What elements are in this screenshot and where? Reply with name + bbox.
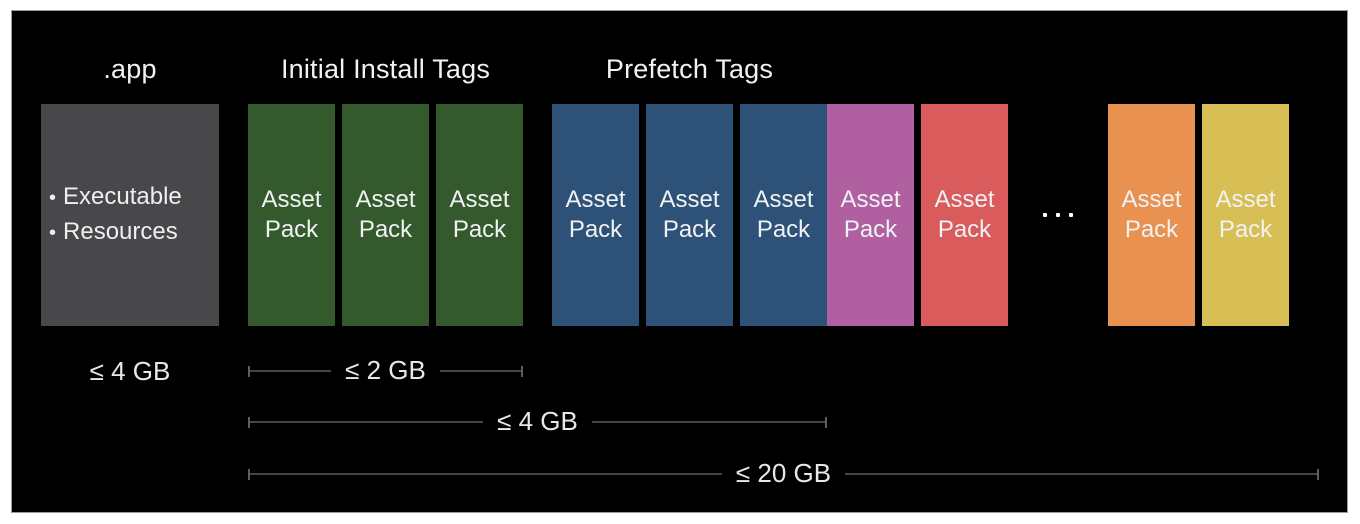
- app-box-bullet: • Resources: [49, 215, 219, 250]
- asset-pack: Asset Pack: [1202, 104, 1289, 326]
- asset-pack: Asset Pack: [552, 104, 639, 326]
- bracket-tick: [248, 468, 250, 480]
- bracket-tick: [248, 365, 250, 377]
- asset-pack: Asset Pack: [248, 104, 335, 326]
- bracket-line: [845, 473, 1318, 475]
- ellipsis-dot: [1056, 213, 1060, 217]
- prefetch-tags-header-label: Prefetch Tags: [605, 54, 774, 84]
- app-size-label: ≤ 4 GB: [89, 356, 171, 386]
- asset-pack: Asset Pack: [436, 104, 523, 326]
- app-box-bullet-list: • Executable • Resources: [49, 180, 219, 250]
- bracket-line: [591, 421, 825, 423]
- asset-pack: Asset Pack: [342, 104, 429, 326]
- app-box-bullet-text: Executable: [63, 183, 182, 210]
- app-header-label: .app: [103, 54, 157, 84]
- app-box: • Executable • Resources: [41, 104, 219, 326]
- initial-install-size-label: ≤ 2 GB: [345, 354, 426, 385]
- asset-pack: Asset Pack: [740, 104, 827, 326]
- asset-pack: Asset Pack: [646, 104, 733, 326]
- total-size-bracket: ≤ 20 GB: [248, 457, 1320, 489]
- asset-pack: Asset Pack: [921, 104, 1008, 326]
- bullet-icon: •: [49, 222, 57, 244]
- prefetch-size-label: ≤ 4 GB: [497, 405, 578, 436]
- bracket-line: [250, 473, 722, 475]
- ellipsis-dot: [1069, 213, 1073, 217]
- ellipsis-dot: [1043, 213, 1047, 217]
- app-box-bullet-text: Resources: [63, 218, 178, 245]
- bracket-tick: [1317, 468, 1320, 480]
- total-size-label: ≤ 20 GB: [735, 457, 832, 488]
- bracket-tick: [825, 416, 827, 428]
- asset-pack: Asset Pack: [1108, 104, 1195, 326]
- bracket-line: [439, 370, 521, 372]
- bracket-tick: [521, 365, 523, 377]
- app-box-bullet: • Executable: [49, 180, 219, 215]
- initial-install-tags-header-label: Initial Install Tags: [280, 54, 491, 84]
- bracket-line: [250, 370, 332, 372]
- slide-panel: .app Initial Install Tags Prefetch Tags …: [11, 10, 1348, 513]
- initial-install-size-bracket: ≤ 2 GB: [248, 354, 523, 386]
- bracket-line: [250, 421, 484, 423]
- prefetch-size-bracket: ≤ 4 GB: [248, 405, 827, 437]
- bullet-icon: •: [49, 187, 57, 209]
- asset-pack: Asset Pack: [827, 104, 914, 326]
- ellipsis-icon: [1008, 213, 1108, 217]
- bracket-tick: [248, 416, 250, 428]
